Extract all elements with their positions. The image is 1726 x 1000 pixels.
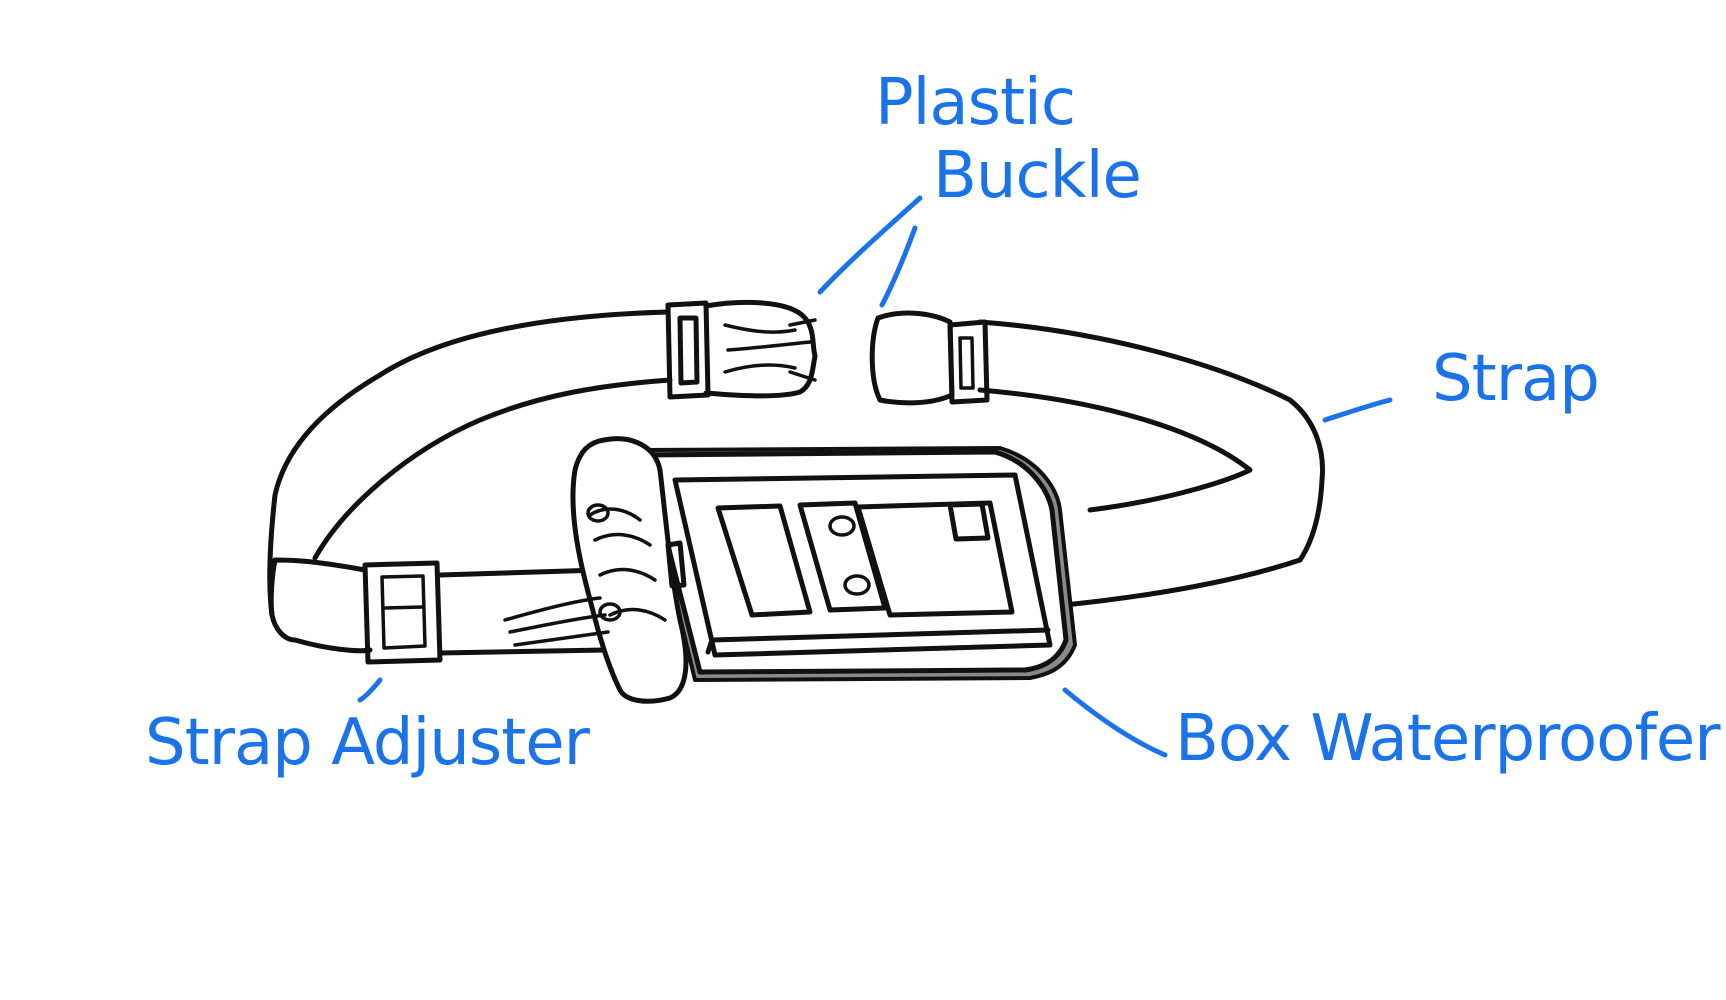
leader-buckle-right	[882, 228, 915, 305]
buckle-female	[872, 313, 987, 403]
label-plastic-buckle-line-2: Buckle	[933, 145, 1141, 207]
buckle-male	[668, 302, 815, 397]
label-strap-adjuster: Strap Adjuster	[145, 712, 589, 774]
label-box-waterproofer: Box Waterproofer	[1175, 708, 1720, 770]
label-strap: Strap	[1432, 348, 1599, 410]
strap-adjuster-drawing	[365, 563, 440, 662]
label-plastic-buckle-line-1: Plastic	[875, 72, 1075, 134]
box-waterproofer-drawing	[505, 439, 1075, 702]
leader-strap-adjuster	[360, 680, 380, 700]
leader-box-waterproofer	[1065, 690, 1165, 755]
leader-buckle-left	[820, 198, 920, 292]
leader-strap	[1325, 400, 1390, 420]
